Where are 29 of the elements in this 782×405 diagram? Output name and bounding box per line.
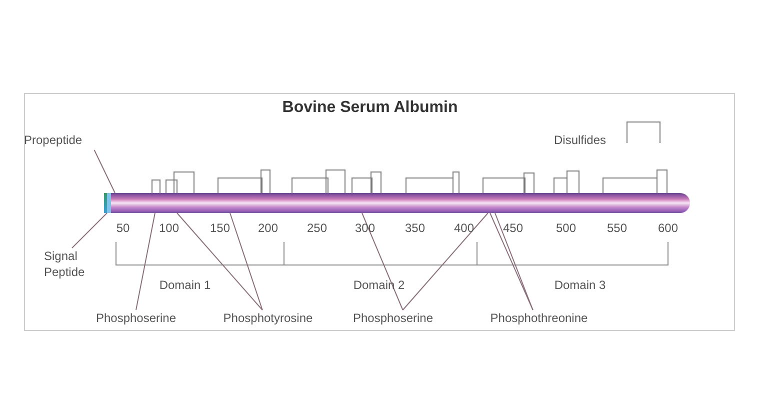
leader-line	[94, 150, 116, 194]
tick-number: 150	[209, 220, 231, 236]
leader-line	[176, 212, 263, 310]
leader-line	[72, 212, 108, 248]
annotation-label: Phosphotyrosine	[223, 311, 313, 325]
note-label: Disulfides	[552, 132, 608, 148]
tick-number: 600	[657, 220, 679, 236]
tick-number: 550	[606, 220, 628, 236]
tick-number: 450	[502, 220, 524, 236]
domain-label: Domain 1	[158, 277, 212, 293]
leader-line	[136, 212, 156, 310]
annotation-label: Propeptide	[24, 133, 82, 147]
annotation-label: Signal Peptide	[44, 249, 85, 279]
tick-number: 50	[115, 220, 131, 236]
protein-bar	[104, 193, 690, 213]
tick-number: 250	[306, 220, 328, 236]
diagram-title: Bovine Serum Albumin	[281, 98, 459, 118]
tick-number: 100	[158, 220, 180, 236]
tick-number: 350	[404, 220, 426, 236]
domain-label: Domain 3	[553, 277, 607, 293]
annotation-label: Phosphoserine	[96, 311, 176, 325]
leader-line	[230, 212, 263, 310]
leader-line	[402, 212, 488, 310]
tick-number: 400	[453, 220, 475, 236]
annotation-label: Phosphoserine	[352, 311, 434, 325]
tick-number: 200	[257, 220, 279, 236]
leader-line	[362, 212, 404, 310]
annotation-label: Phosphothreonine	[490, 311, 588, 325]
tick-number: 500	[555, 220, 577, 236]
